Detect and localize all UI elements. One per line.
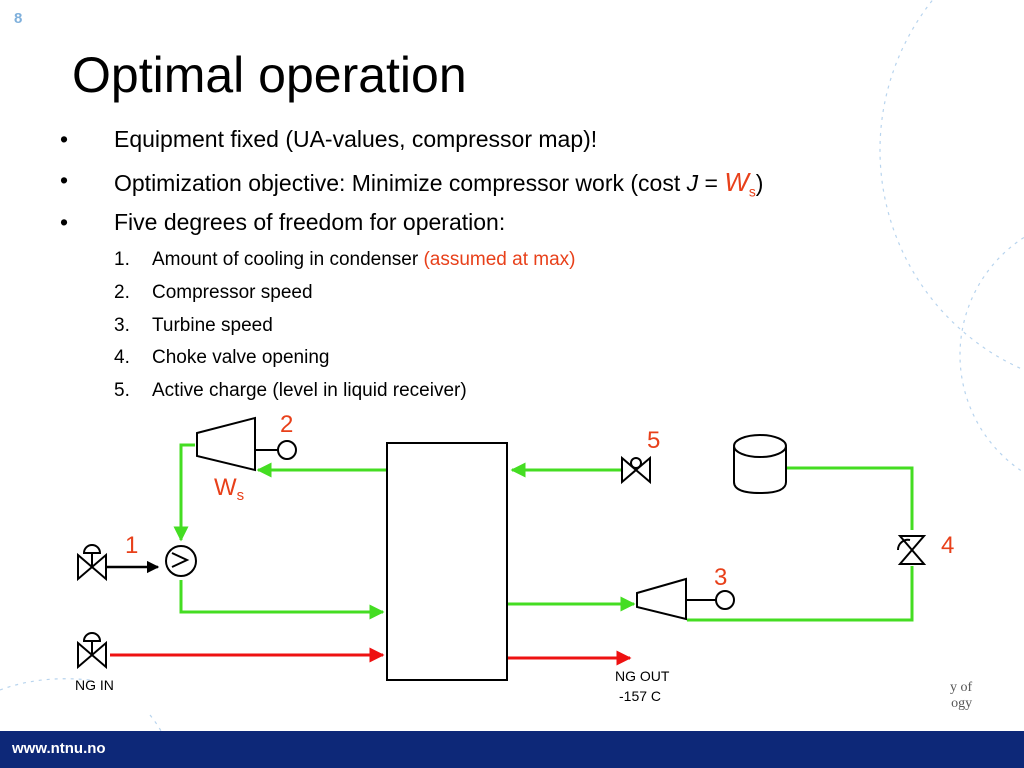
footer-bar: www.ntnu.no	[0, 731, 1024, 768]
stream-turbine-to-valve4	[687, 566, 914, 622]
valve-5-icon	[621, 455, 651, 485]
process-flow-diagram: 1 2 3 4 5 Ws NG IN NG OUT -157 C	[75, 411, 954, 704]
turbine-icon	[636, 577, 735, 621]
university-logo-fragment: y of ogy	[950, 680, 973, 711]
dof-label-5: 5	[647, 427, 660, 454]
dof-label-1: 1	[125, 532, 138, 559]
dof-label-2: 2	[280, 411, 293, 438]
slide-number: 8	[14, 10, 23, 27]
ng-out-label: NG OUT	[615, 668, 670, 684]
footer-url: www.ntnu.no	[12, 740, 106, 757]
stream-cooler-to-hx	[179, 580, 385, 620]
dof-label-4: 4	[941, 532, 954, 559]
stream-receiver-to-valve5	[787, 466, 914, 530]
slide-title: Optimal operation	[72, 47, 467, 103]
ng-out-temperature: -157 C	[619, 688, 661, 704]
work-label: Ws	[214, 474, 244, 504]
condenser-icon	[165, 545, 197, 577]
cooling-valve-icon	[77, 544, 107, 582]
heat-exchanger	[386, 442, 508, 681]
stream-compressor-to-cooler	[173, 443, 195, 542]
dof-label-3: 3	[714, 564, 727, 591]
choke-valve-4-icon	[896, 535, 927, 565]
ng-in-label: NG IN	[75, 677, 114, 693]
ng-in-valve-icon	[77, 632, 107, 670]
compressor-icon	[196, 416, 297, 472]
liquid-receiver-icon	[733, 434, 787, 495]
